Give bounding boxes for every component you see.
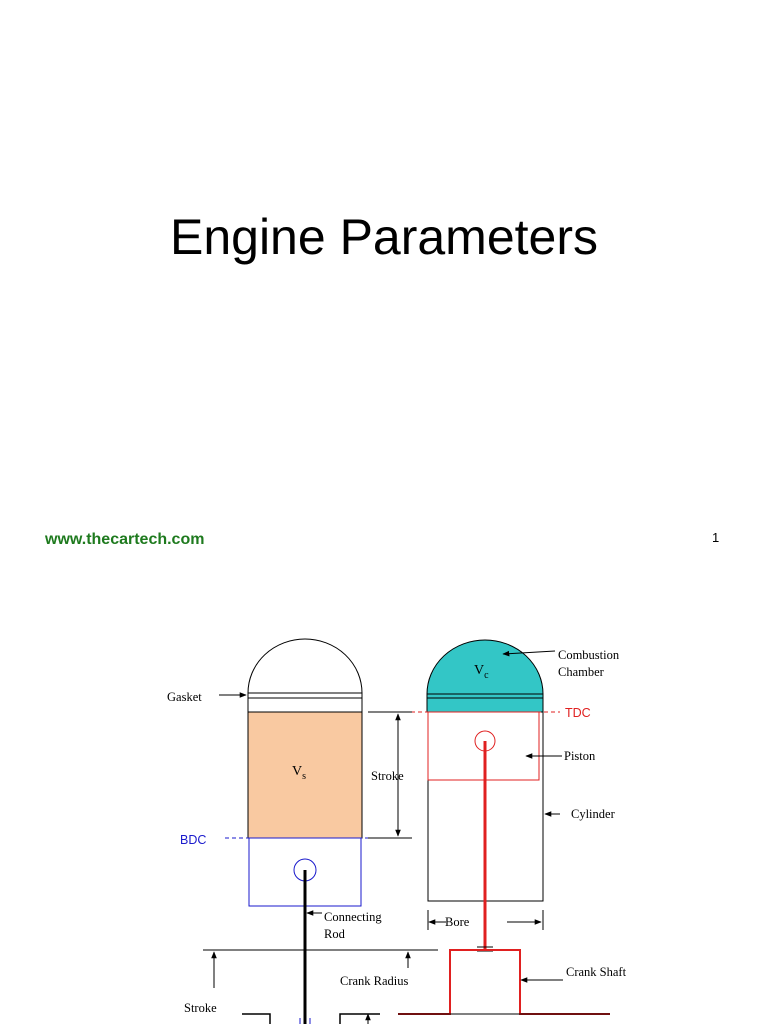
swept-volume: [247, 711, 363, 839]
left-crank-outline: [242, 1013, 380, 1024]
label-crank-shaft: Crank Shaft: [566, 965, 627, 979]
label-vc: Vc: [474, 663, 489, 681]
label-combustion-2: Chamber: [558, 665, 605, 679]
website-link[interactable]: www.thecartech.com: [45, 531, 205, 548]
label-bore: Bore: [445, 915, 470, 929]
label-stroke-bottom: Stroke: [184, 1001, 217, 1015]
label-connecting-2: Rod: [324, 927, 346, 941]
crank-throw: [398, 949, 610, 1015]
right-gasket: [426, 693, 544, 713]
page-number: 1: [712, 530, 720, 545]
engine-diagram: Gasket Vs Vc Stroke BDC TDC Combustion C…: [167, 638, 627, 1024]
label-tdc: TDC: [565, 706, 591, 720]
label-stroke-middle: Stroke: [371, 769, 404, 783]
label-vs: Vs: [292, 764, 306, 782]
left-cylinder: [247, 638, 363, 1024]
left-cylinder-wall: [247, 697, 363, 713]
left-gasket: [247, 692, 363, 699]
right-cylinder: [398, 639, 610, 1015]
label-gasket: Gasket: [167, 690, 202, 704]
slide-title: Engine Parameters: [169, 209, 598, 265]
left-crank-blue: [299, 1018, 311, 1024]
combustion-leader: [502, 650, 556, 657]
combustion-chamber: [426, 639, 544, 695]
label-bdc: BDC: [180, 833, 206, 847]
label-cylinder: Cylinder: [571, 807, 616, 821]
left-cylinder-dome: [247, 638, 363, 694]
label-connecting-1: Connecting: [324, 910, 382, 924]
label-piston: Piston: [564, 749, 596, 763]
label-crank-radius: Crank Radius: [340, 974, 409, 988]
label-combustion-1: Combustion: [558, 648, 620, 662]
